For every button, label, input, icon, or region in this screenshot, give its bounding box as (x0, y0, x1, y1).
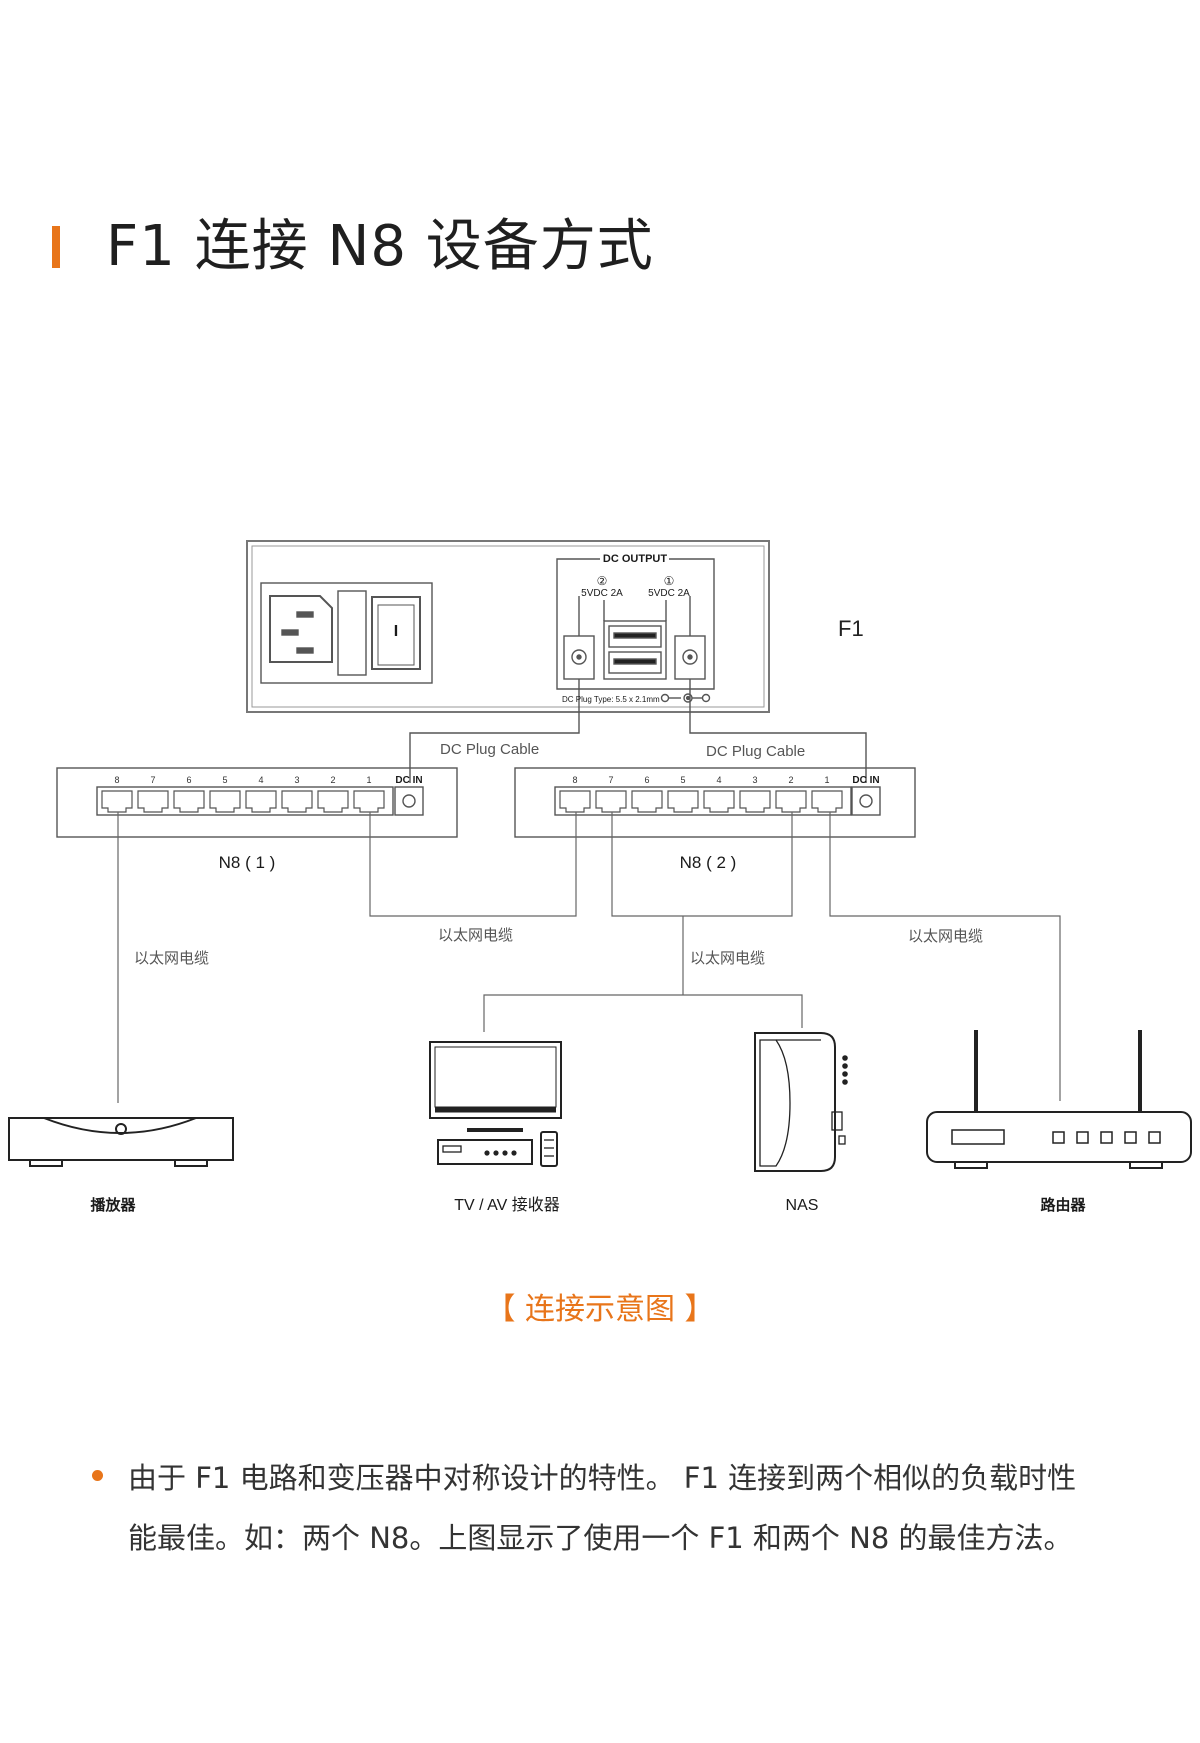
n8-2-port-number: 5 (680, 775, 685, 785)
n8-2-port-number: 4 (716, 775, 721, 785)
n8-2-port-number: 8 (572, 775, 577, 785)
n8-1-port-4 (245, 790, 277, 813)
n8-2-port-2 (775, 790, 807, 813)
n8-1-port-number: 4 (258, 775, 263, 785)
n8-1-port-number: 8 (114, 775, 119, 785)
description-text: 由于 F1 电路和变压器中对称设计的特性。 F1 连接到两个相似的负载时性能最佳… (128, 1461, 1077, 1555)
n8-2-port-1 (811, 790, 843, 813)
n8-2-port-number: 2 (788, 775, 793, 785)
nas-label: NAS (786, 1197, 819, 1214)
port-1-number: ① (664, 574, 675, 588)
n8-2-port-number: 6 (644, 775, 649, 785)
n8-2-port-8 (559, 790, 591, 813)
tv-av-device (429, 1041, 562, 1167)
n8-1-dc-in: DC IN (395, 775, 422, 786)
n8-2-port-number: 7 (608, 775, 613, 785)
ethernet-n8-link (369, 812, 577, 917)
n8-1-port-number: 5 (222, 775, 227, 785)
n8-1-port-5 (209, 790, 241, 813)
n8-2-port-3 (739, 790, 771, 813)
n8-1-port-8 (101, 790, 133, 813)
n8-1-port-numbers: 8 7 6 5 4 3 2 1 (114, 775, 371, 785)
n8-1-switch (56, 767, 458, 838)
n8-2-port-4 (703, 790, 735, 813)
dc-plug-type: DC Plug Type: 5.5 x 2.1mm (562, 695, 660, 704)
tv-label: TV / AV 接收器 (454, 1196, 560, 1214)
diagram-caption: 【 连接示意图 】 (485, 1292, 715, 1327)
title-accent-bar (52, 226, 60, 268)
ethernet-router-label: 以太网电缆 (908, 928, 983, 945)
n8-1-port-number: 1 (366, 775, 371, 785)
bullet-dot (92, 1470, 103, 1481)
n8-2-port-number: 1 (824, 775, 829, 785)
n8-2-port-6 (631, 790, 663, 813)
n8-2-port-number: 3 (752, 775, 757, 785)
n8-1-port-3 (281, 790, 313, 813)
n8-2-port-numbers: 8 7 6 5 4 3 2 1 (572, 775, 829, 785)
connection-diagram: DC OUTPUT ② 5VDC 2A ① 5VDC 2A I DC Plug … (8, 540, 1192, 1214)
n8-1-label: N8 ( 1 ) (219, 853, 276, 872)
dc-plug-cable-left (409, 679, 580, 783)
ethernet-player-label: 以太网电缆 (134, 950, 209, 967)
n8-2-dc-in: DC IN (852, 775, 879, 786)
n8-1-port-number: 3 (294, 775, 299, 785)
dc-plug-cable-left-label: DC Plug Cable (440, 741, 539, 758)
f1-label: F1 (838, 616, 864, 641)
n8-1-port-6 (173, 790, 205, 813)
n8-2-label: N8 ( 2 ) (680, 853, 737, 872)
ethernet-tv-nas-label: 以太网电缆 (690, 950, 765, 967)
f1-device (246, 540, 770, 713)
ethernet-router (829, 812, 1061, 1101)
power-inlet-icon (269, 595, 333, 663)
player-device (8, 1117, 234, 1167)
page-title: F1 连接 N8 设备方式 (106, 214, 654, 279)
ethernet-tv-nas (611, 812, 793, 917)
port-1-spec: 5VDC 2A (648, 588, 690, 599)
router-device (926, 1030, 1192, 1169)
n8-1-port-number: 6 (186, 775, 191, 785)
n8-1-ports (101, 790, 385, 813)
dc-plug-cable-right (689, 679, 867, 783)
power-inlet-panel (260, 582, 433, 684)
fuse-slot (337, 590, 367, 676)
nas-device (754, 1032, 848, 1172)
router-label: 路由器 (1040, 1196, 1086, 1214)
dc-plug-cable-right-label: DC Plug Cable (706, 743, 805, 760)
port-2-spec: 5VDC 2A (581, 588, 623, 599)
n8-1-port-2 (317, 790, 349, 813)
n8-1-port-number: 2 (330, 775, 335, 785)
port-2-number: ② (597, 574, 608, 588)
n8-2-switch (514, 767, 916, 838)
ethernet-n8-link-label: 以太网电缆 (438, 927, 513, 944)
n8-2-ports (559, 790, 843, 813)
power-switch (371, 596, 421, 670)
n8-2-port-7 (595, 790, 627, 813)
n8-1-port-number: 7 (150, 775, 155, 785)
power-switch-label: I (394, 623, 398, 640)
player-label: 播放器 (90, 1196, 136, 1214)
dc-output-label: DC OUTPUT (603, 553, 667, 565)
n8-1-port-1 (353, 790, 385, 813)
n8-2-port-5 (667, 790, 699, 813)
n8-1-port-7 (137, 790, 169, 813)
usb-port-block (603, 620, 667, 680)
